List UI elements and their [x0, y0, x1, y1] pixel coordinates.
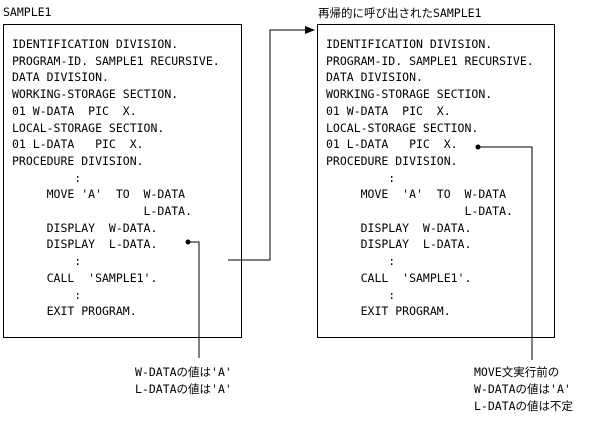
code-line: DATA DIVISION.: [12, 70, 109, 85]
code-line: WORKING-STORAGE SECTION.: [326, 87, 493, 102]
right-note-line1: MOVE文実行前の: [474, 365, 560, 379]
right-program-code: IDENTIFICATION DIVISION. PROGRAM-ID. SAMP…: [326, 36, 534, 320]
code-line: LOCAL-STORAGE SECTION.: [12, 120, 165, 135]
code-line: L-DATA.: [12, 204, 193, 219]
code-line: IDENTIFICATION DIVISION.: [12, 37, 179, 51]
code-line: PROGRAM-ID. SAMPLE1 RECURSIVE.: [12, 53, 220, 68]
code-line: CALL 'SAMPLE1'.: [12, 270, 158, 285]
right-note-line2: W-DATAの値は'A': [474, 382, 571, 396]
code-line: PROCEDURE DIVISION.: [326, 153, 458, 168]
right-program-box: IDENTIFICATION DIVISION. PROGRAM-ID. SAMP…: [317, 24, 555, 338]
code-line: DISPLAY W-DATA.: [326, 220, 472, 235]
code-line: MOVE 'A' TO W-DATA: [326, 187, 507, 202]
recursive-call-arrow: [228, 26, 315, 261]
right-pointer-line: [478, 146, 533, 360]
code-line: :: [12, 170, 82, 185]
code-line: MOVE 'A' TO W-DATA: [12, 187, 186, 202]
code-line: 01 L-DATA PIC X.: [326, 137, 458, 152]
code-line: PROGRAM-ID. SAMPLE1 RECURSIVE.: [326, 53, 534, 68]
code-line: DISPLAY L-DATA.: [326, 237, 472, 252]
left-program-box: IDENTIFICATION DIVISION. PROGRAM-ID. SAMP…: [3, 24, 242, 338]
code-line: LOCAL-STORAGE SECTION.: [326, 120, 479, 135]
right-note: MOVE文実行前の W-DATAの値は'A' L-DATAの値は不定: [474, 364, 573, 415]
right-program-title: 再帰的に呼び出されたSAMPLE1: [318, 6, 482, 20]
left-note-line2: L-DATAの値は'A': [135, 382, 232, 396]
code-line: CALL 'SAMPLE1'.: [326, 270, 472, 285]
code-line: :: [326, 170, 396, 185]
code-line: DISPLAY W-DATA.: [12, 220, 158, 235]
code-line: PROCEDURE DIVISION.: [12, 153, 144, 168]
left-note: W-DATAの値は'A' L-DATAの値は'A': [135, 364, 232, 398]
code-line: 01 L-DATA PIC X.: [12, 137, 144, 152]
right-note-line3: L-DATAの値は不定: [474, 399, 574, 413]
left-program-title: SAMPLE1: [3, 5, 52, 19]
left-program-code: IDENTIFICATION DIVISION. PROGRAM-ID. SAMP…: [12, 36, 220, 320]
code-line: WORKING-STORAGE SECTION.: [12, 87, 179, 102]
left-pointer-line: [188, 241, 200, 358]
code-line: L-DATA.: [326, 204, 513, 219]
code-line: 01 W-DATA PIC X.: [12, 103, 137, 118]
left-note-line1: W-DATAの値は'A': [135, 365, 232, 379]
code-line: DATA DIVISION.: [326, 70, 423, 85]
code-line: DISPLAY L-DATA.: [12, 237, 158, 252]
code-line: :: [326, 254, 396, 269]
code-line: :: [326, 287, 396, 302]
code-line: :: [12, 287, 82, 302]
code-line: 01 W-DATA PIC X.: [326, 103, 451, 118]
code-line: EXIT PROGRAM.: [12, 304, 137, 319]
code-line: IDENTIFICATION DIVISION.: [326, 37, 493, 51]
code-line: EXIT PROGRAM.: [326, 304, 451, 319]
code-line: :: [12, 254, 82, 269]
